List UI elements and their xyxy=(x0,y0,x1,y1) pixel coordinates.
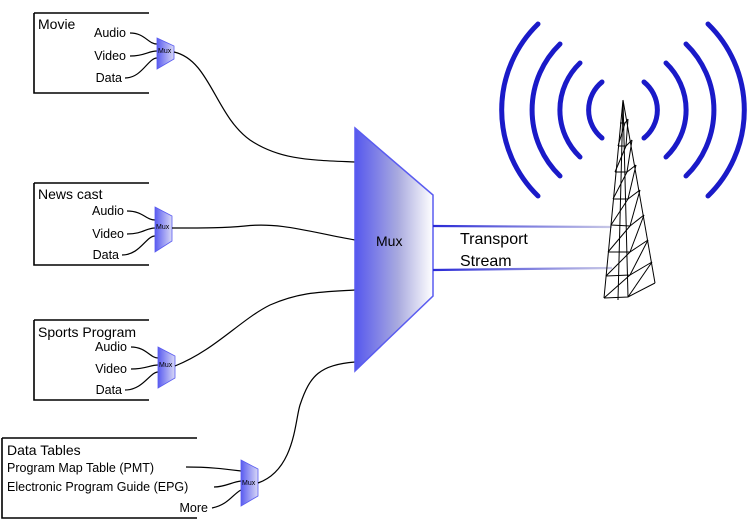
wire-sports-to-mux xyxy=(174,289,356,367)
transport-label: Transport xyxy=(460,231,528,248)
input-pmt-label: Program Map Table (PMT) xyxy=(7,461,154,475)
main-mux-label: Mux xyxy=(376,233,402,249)
input-audio-label: Audio xyxy=(94,26,126,40)
input-video-label: Video xyxy=(94,49,126,63)
source-newscast: News cast Audio Video Data Mux xyxy=(33,182,356,266)
input-data-label: Data xyxy=(96,71,122,85)
input-data-label: Data xyxy=(96,383,122,397)
mini-mux xyxy=(156,37,175,70)
input-video-label: Video xyxy=(95,362,127,376)
source-title: Sports Program xyxy=(38,324,136,340)
stream-label: Stream xyxy=(460,253,512,270)
input-epg-label: Electronic Program Guide (EPG) xyxy=(7,480,188,494)
wire-movie-to-mux xyxy=(173,51,356,163)
stream-line-top xyxy=(432,224,613,229)
source-title: News cast xyxy=(38,186,103,202)
wire-tables-to-mux xyxy=(257,361,356,484)
input-audio-label: Audio xyxy=(95,340,127,354)
mini-mux-label: Mux xyxy=(242,480,256,487)
source-box xyxy=(1,437,197,519)
mini-mux-label: Mux xyxy=(158,48,172,55)
broadcast-waves-icon xyxy=(499,21,747,199)
wire-newscast-to-mux xyxy=(171,224,356,241)
mini-mux xyxy=(157,346,176,389)
source-title: Movie xyxy=(38,16,76,32)
input-data-label: Data xyxy=(93,248,119,262)
source-box xyxy=(33,319,149,401)
source-box xyxy=(33,182,149,266)
input-video-label: Video xyxy=(92,227,124,241)
input-more-label: More xyxy=(180,501,209,515)
source-sports: Sports Program Audio Video Data Mux xyxy=(33,289,356,401)
transport-stream: Transport Stream xyxy=(432,224,613,272)
mini-mux-label: Mux xyxy=(159,362,173,369)
source-title: Data Tables xyxy=(7,442,81,458)
source-data-tables: Data Tables Program Map Table (PMT) Elec… xyxy=(1,361,356,519)
source-movie: Movie Audio Video Data Mux xyxy=(33,12,356,163)
main-mux-shape xyxy=(354,126,434,373)
input-audio-label: Audio xyxy=(92,204,124,218)
mini-mux xyxy=(240,459,259,507)
mini-mux xyxy=(154,206,173,253)
main-mux: Mux xyxy=(354,126,434,373)
broadcast-tower-icon xyxy=(603,99,656,301)
stream-line-bottom xyxy=(432,266,613,272)
mini-mux-label: Mux xyxy=(156,224,170,231)
source-box xyxy=(33,12,149,94)
